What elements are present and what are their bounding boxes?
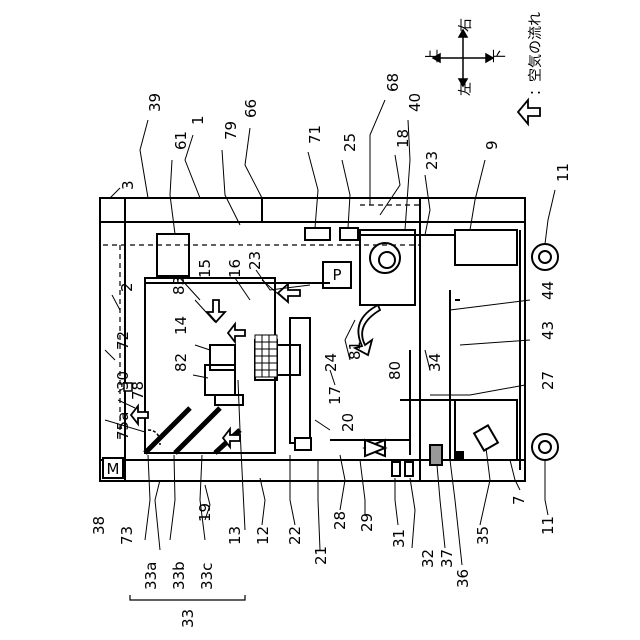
compass	[433, 30, 493, 86]
label-78: 78	[129, 381, 147, 400]
label-1: 1	[189, 115, 207, 125]
wheel-bottom	[532, 434, 558, 460]
label-11-top: 11	[554, 163, 572, 182]
label-31: 31	[390, 529, 408, 548]
motor-label: M	[107, 460, 120, 478]
label-73: 73	[118, 526, 136, 545]
component-61-box	[157, 234, 189, 276]
label-36: 36	[454, 569, 472, 588]
label-75a: 75a	[114, 412, 132, 440]
label-20: 20	[339, 413, 357, 432]
label-82: 82	[172, 353, 190, 372]
label-12: 12	[254, 526, 272, 545]
label-24: 24	[322, 353, 340, 372]
label-25: 25	[341, 133, 359, 152]
label-16: 16	[226, 259, 244, 278]
legend-arrow-icon	[518, 100, 540, 124]
label-68: 68	[384, 73, 402, 92]
fan-40	[360, 230, 415, 305]
label-18: 18	[394, 129, 412, 148]
label-33: 33	[179, 609, 197, 628]
label-38: 38	[90, 516, 108, 535]
label-83: 83	[170, 276, 188, 295]
label-33c: 33c	[198, 563, 216, 590]
plates-33	[145, 408, 240, 453]
label-81: 81	[346, 341, 364, 360]
legend-text: ：空気の流れ	[528, 12, 544, 96]
valves	[295, 425, 498, 476]
compass-up: 上	[425, 49, 441, 63]
reference-numerals: 39 1 66 3 61 79 68 40 71 25 18 23 9 11 2…	[90, 73, 572, 628]
label-39: 39	[146, 93, 164, 112]
label-17: 17	[326, 386, 344, 405]
component-71	[305, 228, 330, 240]
compass-down: 下	[492, 49, 508, 63]
label-2: 2	[118, 282, 136, 292]
label-7: 7	[510, 495, 528, 505]
label-14: 14	[172, 316, 190, 335]
label-9: 9	[483, 140, 501, 150]
label-66: 66	[242, 99, 260, 118]
pump-label: P	[332, 266, 341, 284]
bracket-33	[130, 595, 245, 600]
label-40: 40	[406, 93, 424, 112]
label-22: 22	[286, 526, 304, 545]
label-61: 61	[172, 131, 190, 150]
label-32: 32	[419, 549, 437, 568]
motor-box: M	[103, 458, 123, 478]
nozzle-assembly	[205, 340, 300, 405]
label-34: 34	[426, 353, 444, 372]
compass-left: 左	[458, 82, 474, 96]
filter-grid-17	[255, 335, 277, 377]
pipes	[145, 235, 460, 460]
label-11-bottom: 11	[539, 516, 557, 535]
label-29: 29	[358, 513, 376, 532]
compass-right: 右	[458, 18, 474, 32]
compass-labels: 上 下 左 右	[425, 18, 508, 96]
label-13: 13	[226, 526, 244, 545]
wheels	[532, 244, 558, 460]
label-79: 79	[222, 121, 240, 140]
pump: P	[323, 262, 351, 288]
label-35: 35	[474, 526, 492, 545]
label-19: 19	[196, 503, 214, 522]
label-3: 3	[119, 180, 137, 190]
label-71: 71	[306, 125, 324, 144]
label-37: 37	[438, 549, 456, 568]
label-72: 72	[114, 331, 132, 350]
label-44: 44	[539, 281, 557, 300]
wheel-top	[532, 244, 558, 270]
label-23-mid: 23	[246, 251, 264, 270]
label-33a: 33a	[142, 562, 160, 590]
label-43: 43	[539, 321, 557, 340]
label-15: 15	[196, 259, 214, 278]
component-25	[340, 228, 358, 240]
label-80: 80	[386, 361, 404, 380]
label-28: 28	[331, 511, 349, 530]
label-23-top: 23	[423, 151, 441, 170]
label-21: 21	[312, 546, 330, 565]
label-33b: 33b	[170, 561, 188, 590]
label-27: 27	[539, 371, 557, 390]
